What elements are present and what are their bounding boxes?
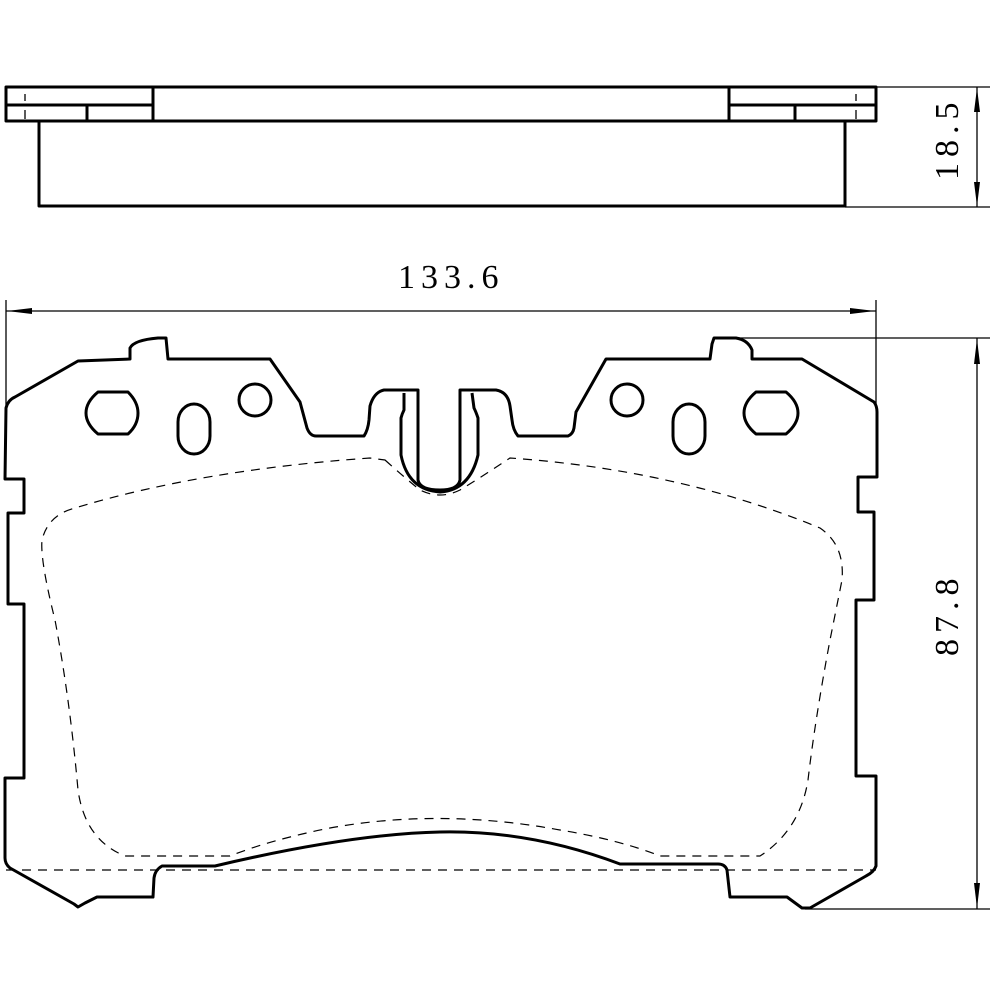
right-slot-hole xyxy=(671,402,707,456)
thickness-dimension: 18.5 xyxy=(845,86,990,208)
left-slot-hole xyxy=(176,402,212,456)
left-oval-hole xyxy=(84,390,140,436)
width-dimension: 133.6 xyxy=(5,259,877,405)
height-label: 87.8 xyxy=(929,573,966,657)
center-slot-inner xyxy=(399,392,480,494)
thickness-label: 18.5 xyxy=(929,97,966,181)
friction-material-outline xyxy=(41,457,843,857)
right-round-hole xyxy=(609,382,645,418)
backing-plate-outline xyxy=(3,336,879,910)
right-oval-hole xyxy=(742,390,800,436)
height-dimension: 87.8 xyxy=(715,337,990,910)
side-view: 18.5 xyxy=(4,85,990,208)
front-view: 133.6 87.8 xyxy=(3,259,990,910)
friction-material-side xyxy=(37,121,847,208)
left-round-hole xyxy=(237,382,273,418)
width-label: 133.6 xyxy=(398,259,505,296)
